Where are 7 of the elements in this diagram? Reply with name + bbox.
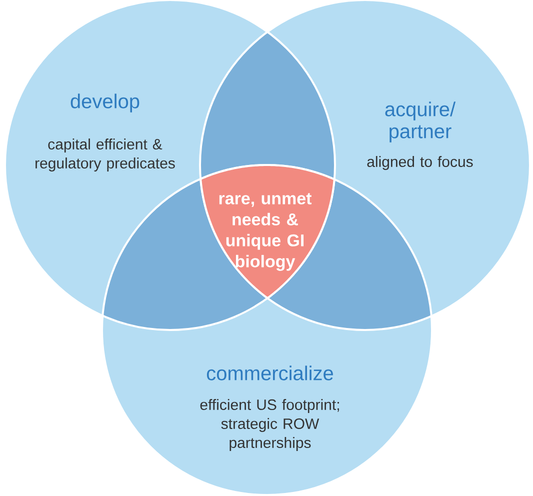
circle-title: commercialize xyxy=(206,366,333,380)
circle-text: capital efficient & regulatory predicates xyxy=(36,138,175,172)
circle-title: acquire/ partner xyxy=(385,102,456,142)
circle-text: aligned to focus xyxy=(367,156,473,170)
center-text: rare, unmet needs & unique GI biology xyxy=(219,193,312,271)
circle-title: develop xyxy=(70,94,140,112)
circle-text: efficient US footprint; strategic ROW partnerships xyxy=(200,399,339,451)
